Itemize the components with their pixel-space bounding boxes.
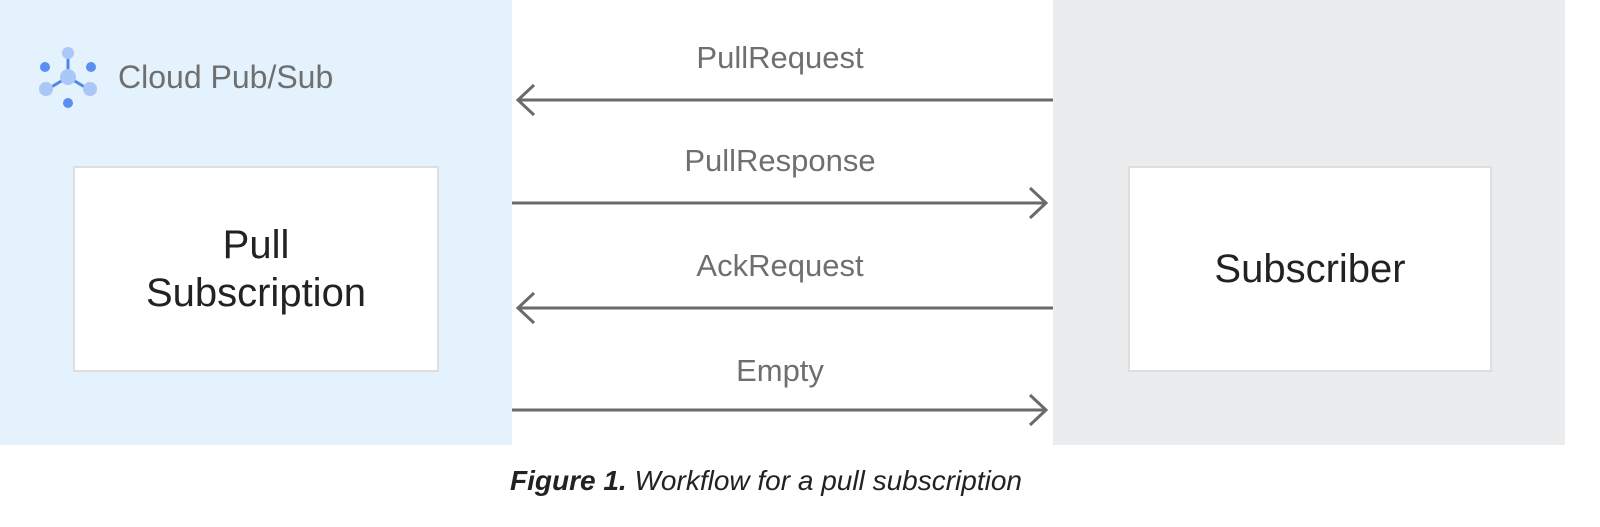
pull-subscription-line1: Pull: [222, 223, 290, 267]
arrow-pullresponse: [512, 186, 1049, 220]
pubsub-brand: Cloud Pub/Sub: [36, 45, 333, 109]
message-label-ackrequest: AckRequest: [696, 248, 864, 283]
message-label-pullresponse: PullResponse: [684, 143, 876, 178]
message-label-pullrequest: PullRequest: [696, 40, 864, 75]
pubsub-icon: [39, 47, 97, 108]
caption-text: Workflow for a pull subscription: [626, 465, 1022, 496]
brand-label: Cloud Pub/Sub: [118, 58, 334, 95]
arrow-ackrequest: [515, 291, 1053, 325]
subscriber-box: Subscriber: [1128, 166, 1492, 372]
message-label-empty: Empty: [736, 353, 824, 388]
figure-caption: Figure 1. Workflow for a pull subscripti…: [0, 465, 1532, 497]
pull-subscription-line2: Subscription: [145, 271, 367, 315]
arrow-pullrequest: [515, 83, 1053, 117]
subscriber-label: Subscriber: [1214, 247, 1406, 291]
arrow-empty: [512, 393, 1049, 427]
figure-number: Figure 1.: [510, 465, 627, 496]
